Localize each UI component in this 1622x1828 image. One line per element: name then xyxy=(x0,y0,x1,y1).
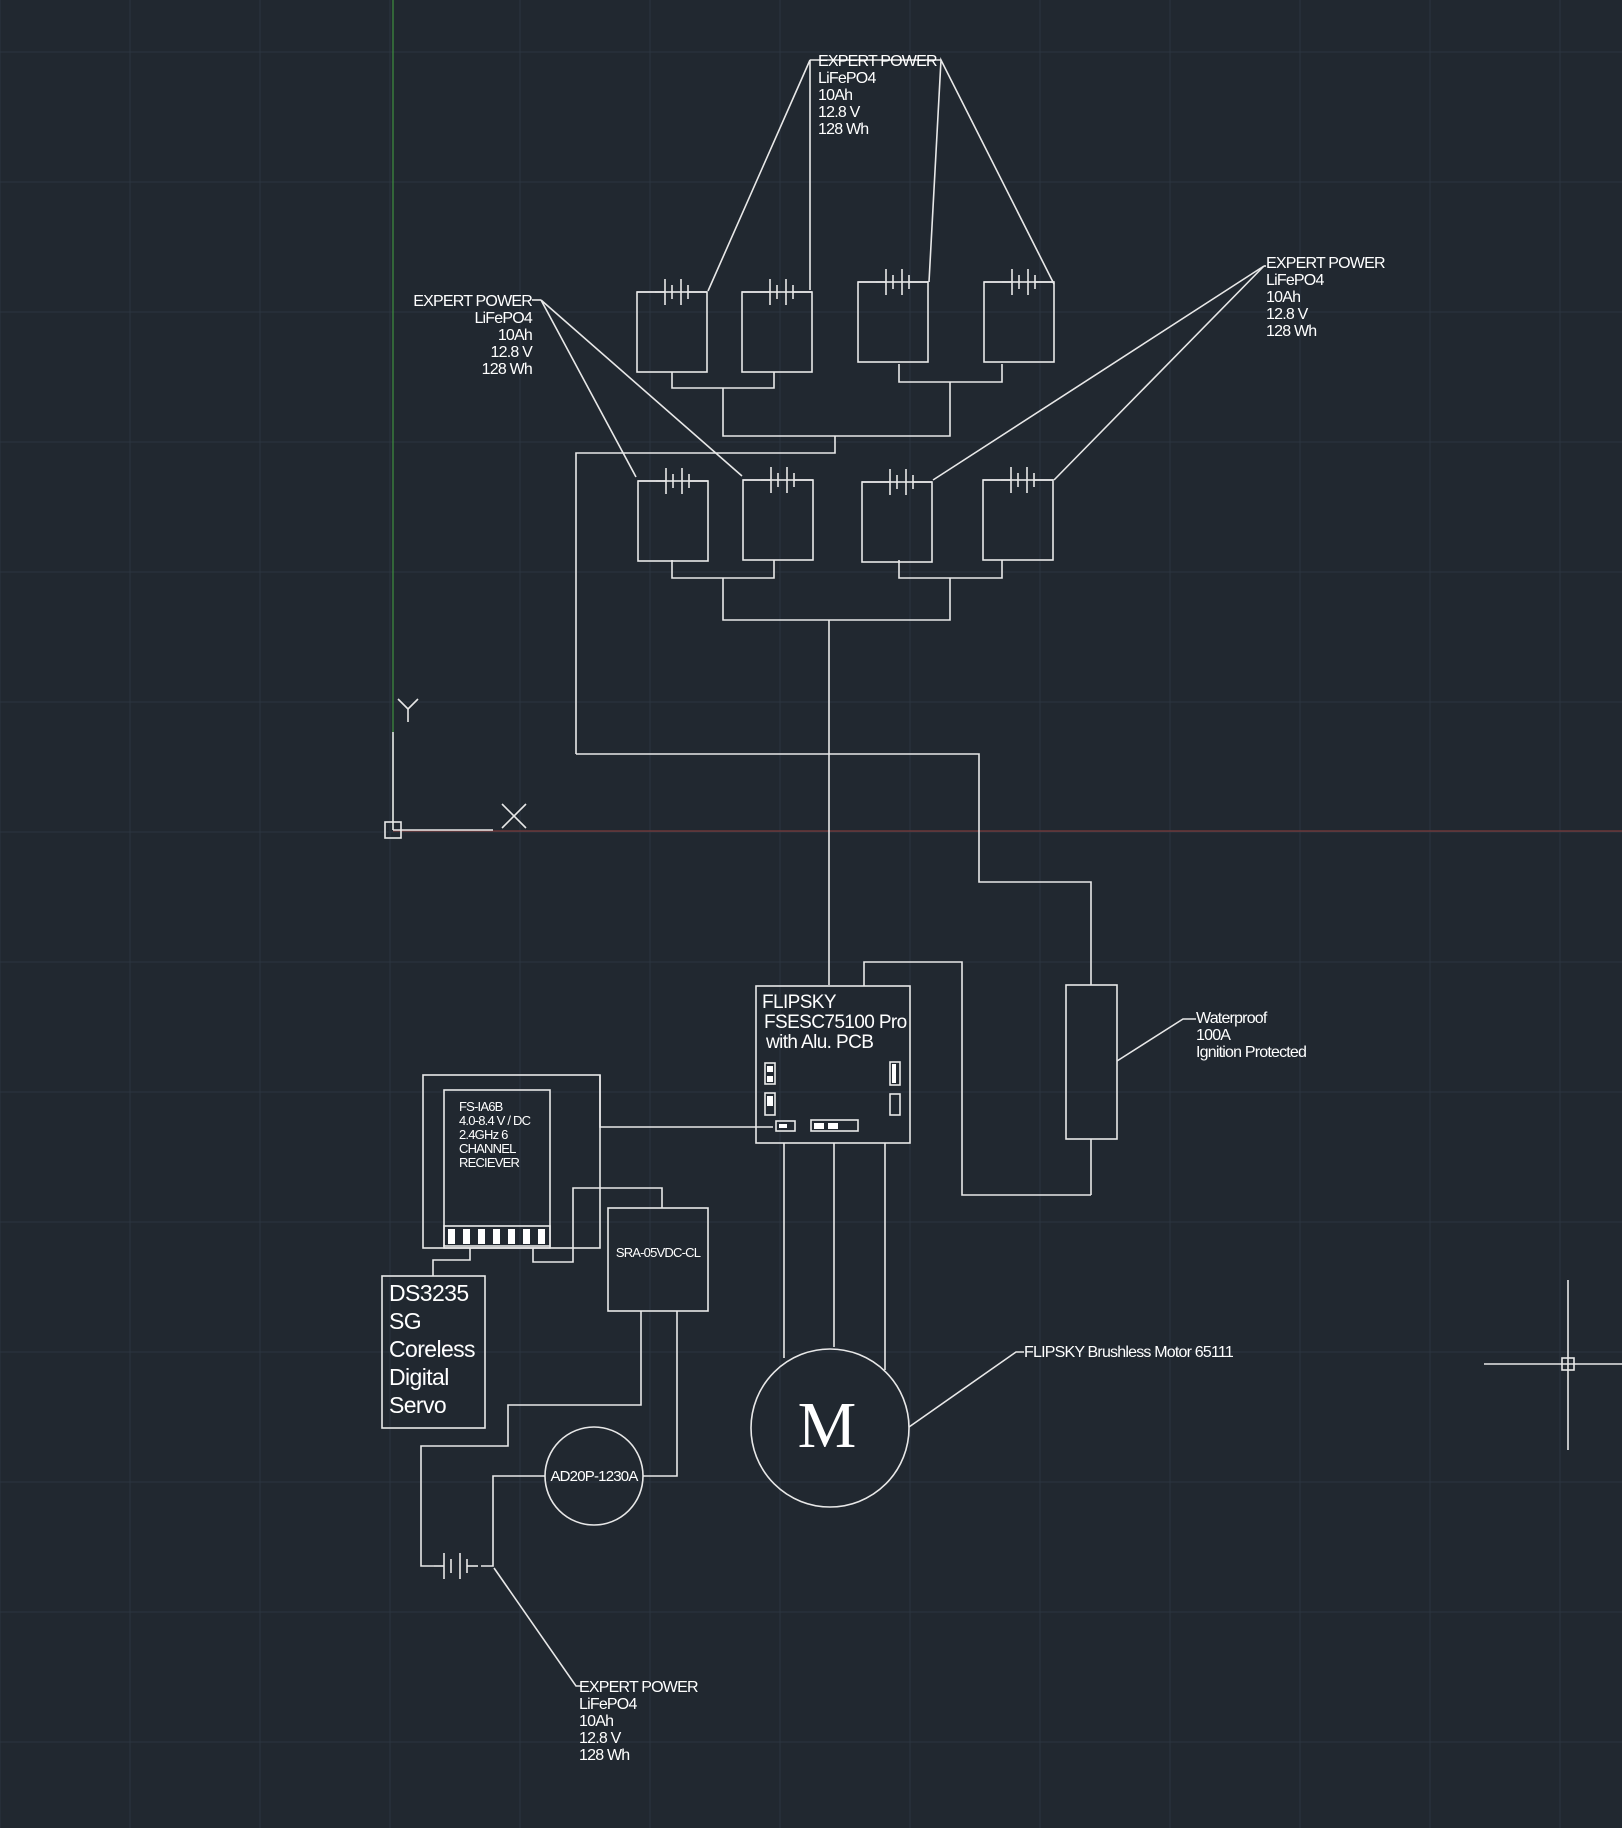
esc-label-line1: FLIPSKY xyxy=(762,992,837,1013)
esc-label-line3: with Alu. PCB xyxy=(765,1032,873,1053)
battery-label-left-line3: 10Ah xyxy=(498,327,532,344)
battery-label-top-line4: 12.8 V xyxy=(818,104,861,121)
battery-label-left-line1: EXPERT POWER xyxy=(413,293,532,310)
battery-label-bottom-line2: LiFePO4 xyxy=(579,1696,637,1713)
fuse-label: AD20P-1230A xyxy=(550,1468,638,1485)
battery-label-right-line5: 128 Wh xyxy=(1266,323,1316,340)
receiver-label-line3: 2.4GHz 6 xyxy=(459,1127,508,1142)
battery-label-left-line4: 12.8 V xyxy=(491,344,534,361)
receiver-label-line5: RECIEVER xyxy=(459,1155,519,1170)
battery-label-right-line1: EXPERT POWER xyxy=(1266,255,1385,272)
battery-label-top-line3: 10Ah xyxy=(818,87,852,104)
battery-pack-3[interactable] xyxy=(857,269,929,363)
battery-label-top-line2: LiFePO4 xyxy=(818,70,876,87)
esc-label: FLIPSKY FSESC75100 Pro with Alu. PCB xyxy=(762,992,907,1053)
switch-label-line3: Ignition Protected xyxy=(1196,1044,1306,1061)
motor-label-leader xyxy=(908,1351,1024,1428)
battery-pack-2[interactable] xyxy=(741,279,813,373)
relay-module[interactable] xyxy=(532,1187,709,1312)
motor-label: FLIPSKY Brushless Motor 65111 xyxy=(1024,1344,1234,1361)
receiver-pins xyxy=(448,1229,545,1244)
servo-label: DS3235 SG Coreless Digital Servo xyxy=(389,1280,476,1418)
battery-label-left: EXPERT POWER LiFePO4 10Ah 12.8 V 128 Wh xyxy=(413,293,541,378)
battery-label-bottom-line3: 10Ah xyxy=(579,1713,613,1730)
battery-pack-6[interactable] xyxy=(742,467,814,561)
ucs-x-glyph xyxy=(501,803,527,829)
battery-bank-wiring xyxy=(575,364,1092,985)
battery-label-bottom-line4: 12.8 V xyxy=(579,1730,622,1747)
servo-label-line4: Digital xyxy=(389,1364,449,1390)
esc-fills xyxy=(767,1064,896,1129)
receiver-pin xyxy=(463,1229,470,1244)
bottom-battery-symbol xyxy=(434,1553,478,1579)
battery-label-left-line5: 128 Wh xyxy=(482,361,532,378)
servo-module[interactable] xyxy=(381,1248,486,1429)
servo-power-wiring xyxy=(420,1311,678,1567)
ignition-switch[interactable] xyxy=(863,961,1196,1196)
receiver-module[interactable] xyxy=(422,1074,773,1249)
battery-label-left-line2: LiFePO4 xyxy=(474,310,532,327)
crosshair-cursor-icon[interactable] xyxy=(1484,1280,1622,1450)
battery-pack-8[interactable] xyxy=(982,467,1054,561)
relay-label: SRA-05VDC-CL xyxy=(616,1245,701,1260)
servo-label-line1: DS3235 xyxy=(389,1280,469,1306)
ucs-icon xyxy=(384,732,493,839)
battery-label-top-line5: 128 Wh xyxy=(818,121,868,138)
esc-controller[interactable] xyxy=(755,985,911,1144)
receiver-pin xyxy=(523,1229,530,1244)
receiver-label: FS-IA6B 4.0-8.4 V / DC 2.4GHz 6 CHANNEL … xyxy=(459,1099,531,1170)
switch-label-line1: Waterproof xyxy=(1196,1010,1268,1027)
servo-label-line5: Servo xyxy=(389,1392,446,1418)
battery-label-bottom: EXPERT POWER LiFePO4 10Ah 12.8 V 128 Wh xyxy=(493,1567,699,1764)
battery-label-top: EXPERT POWER LiFePO4 10Ah 12.8 V 128 Wh xyxy=(810,53,941,138)
receiver-pin xyxy=(538,1229,545,1244)
motor-phase-wires xyxy=(783,1143,886,1370)
switch-label-line2: 100A xyxy=(1196,1027,1231,1044)
battery-label-bottom-line5: 128 Wh xyxy=(579,1747,629,1764)
receiver-label-line2: 4.0-8.4 V / DC xyxy=(459,1113,531,1128)
battery-label-right: EXPERT POWER LiFePO4 10Ah 12.8 V 128 Wh xyxy=(1264,255,1386,340)
battery-label-right-line3: 10Ah xyxy=(1266,289,1300,306)
servo-label-line3: Coreless xyxy=(389,1336,475,1362)
receiver-label-line4: CHANNEL xyxy=(459,1141,516,1156)
servo-label-line2: SG xyxy=(389,1308,421,1334)
motor-symbol: M xyxy=(798,1389,857,1462)
receiver-pin xyxy=(493,1229,500,1244)
battery-label-right-line2: LiFePO4 xyxy=(1266,272,1324,289)
battery-label-bottom-line1: EXPERT POWER xyxy=(579,1679,698,1696)
esc-label-line2: FSESC75100 Pro xyxy=(764,1012,907,1033)
battery-label-right-line4: 12.8 V xyxy=(1266,306,1309,323)
battery-pack-5[interactable] xyxy=(637,468,709,562)
receiver-pin xyxy=(448,1229,455,1244)
battery-pack-7[interactable] xyxy=(861,469,933,563)
ucs-y-glyph xyxy=(397,698,419,722)
receiver-label-line1: FS-IA6B xyxy=(459,1099,503,1114)
battery-label-top-line1: EXPERT POWER xyxy=(818,53,937,70)
switch-label: Waterproof 100A Ignition Protected xyxy=(1196,1010,1307,1061)
receiver-pin xyxy=(478,1229,485,1244)
receiver-pin xyxy=(508,1229,515,1244)
motor-circle[interactable] xyxy=(750,1348,910,1508)
fuse-circle[interactable] xyxy=(544,1426,644,1526)
